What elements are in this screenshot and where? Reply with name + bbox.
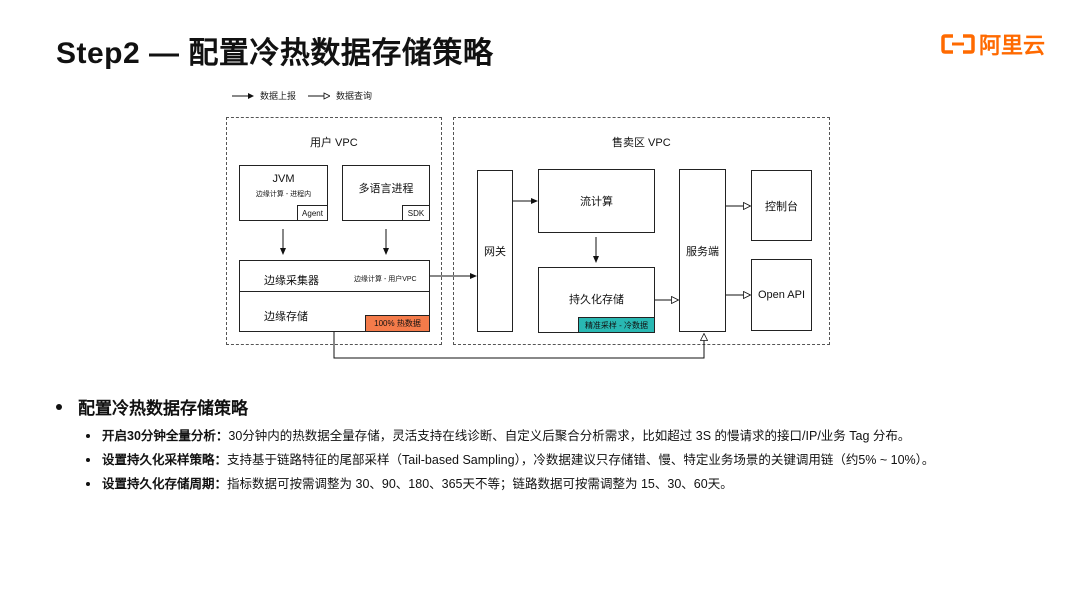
persistent-storage-title: 持久化存储 <box>569 294 624 306</box>
list-item-label: 设置持久化采样策略： <box>102 453 228 467</box>
sale-vpc-label: 售卖区 VPC <box>612 137 671 149</box>
open-api-label: Open API <box>757 289 806 301</box>
hollow-arrow-icon <box>308 91 331 100</box>
hot-data-tag: 100% 热数据 <box>365 315 430 332</box>
multilang-title: 多语言进程 <box>358 183 414 195</box>
multilang-process-box: 多语言进程 <box>342 165 430 221</box>
edge-storage-to-server-arrow <box>333 332 704 359</box>
aliyun-logo: 阿里云 <box>941 28 1045 60</box>
list-item-text: 支持基于链路特征的尾部采样（Tail-based Sampling），冷数据建议… <box>227 453 935 467</box>
section-heading-text: 配置冷热数据存储策略 <box>78 399 248 418</box>
list-item-content: 设置持久化存储周期：指标数据可按需调整为 30、90、180、365天不等；链路… <box>102 477 733 491</box>
jvm-subtitle: 边缘计算 - 进程内 <box>255 191 312 198</box>
list-item-text: 30分钟内的热数据全量存储，灵活支持在线诊断、自定义后聚合分析需求，比如超过 3… <box>228 429 911 443</box>
bullet-dot <box>86 434 90 438</box>
console-label: 控制台 <box>765 200 798 213</box>
cold-data-tag: 精准采样 - 冷数据 <box>578 317 655 333</box>
bullet-dot <box>56 403 62 410</box>
server-label: 服务端 <box>686 245 719 258</box>
gateway-box: 网关 <box>477 170 513 332</box>
edge-storage-title: 边缘存储 <box>264 311 308 323</box>
aliyun-logo-icon <box>941 34 975 54</box>
edge-collector-title: 边缘采集器 <box>264 275 319 287</box>
edge-collector-note: 边缘计算 - 用户VPC <box>354 276 417 283</box>
console-box: 控制台 <box>751 170 812 241</box>
gateway-label: 网关 <box>484 246 506 258</box>
list-item-label: 开启30分钟全量分析： <box>102 429 229 443</box>
sale-vpc-region <box>453 117 830 345</box>
list-item-content: 开启30分钟全量分析：30分钟内的热数据全量存储，灵活支持在线诊断、自定义后聚合… <box>102 429 910 443</box>
list-item-text: 指标数据可按需调整为 30、90、180、365天不等；链路数据可按需调整为 1… <box>227 477 733 491</box>
list-item: 开启30分钟全量分析：30分钟内的热数据全量存储，灵活支持在线诊断、自定义后聚合… <box>86 429 1056 443</box>
page-title: Step2 — 配置冷热数据存储策略 <box>56 37 494 70</box>
logo-text: 阿里云 <box>979 34 1046 59</box>
stream-compute-label: 流计算 <box>580 196 613 208</box>
legend-query-label: 数据查询 <box>336 91 373 101</box>
bullet-dot <box>86 482 90 486</box>
list-item: 设置持久化采样策略：支持基于链路特征的尾部采样（Tail-based Sampl… <box>86 453 1056 467</box>
bullet-dot <box>86 458 90 462</box>
agent-tag: Agent <box>297 205 328 221</box>
legend-report-label: 数据上报 <box>260 91 297 101</box>
legend: 数据上报 数据查询 <box>232 89 384 102</box>
list-item: 设置持久化存储周期：指标数据可按需调整为 30、90、180、365天不等；链路… <box>86 477 1056 491</box>
solid-arrow-icon <box>232 92 254 99</box>
sdk-tag: SDK <box>402 205 430 221</box>
list-item-content: 设置持久化采样策略：支持基于链路特征的尾部采样（Tail-based Sampl… <box>102 453 934 467</box>
list-item-label: 设置持久化存储周期： <box>102 477 228 491</box>
strategy-section: 配置冷热数据存储策略 开启30分钟全量分析：30分钟内的热数据全量存储，灵活支持… <box>56 394 1056 491</box>
jvm-box: JVM 边缘计算 - 进程内 <box>239 165 328 221</box>
user-vpc-label: 用户 VPC <box>310 137 358 149</box>
open-api-box: Open API <box>751 259 812 331</box>
server-box: 服务端 <box>679 169 726 332</box>
stream-compute-box: 流计算 <box>538 169 655 233</box>
edge-collector-box: 边缘采集器 边缘计算 - 用户VPC <box>239 260 430 292</box>
section-heading: 配置冷热数据存储策略 <box>56 394 1056 419</box>
jvm-title: JVM <box>272 173 295 185</box>
